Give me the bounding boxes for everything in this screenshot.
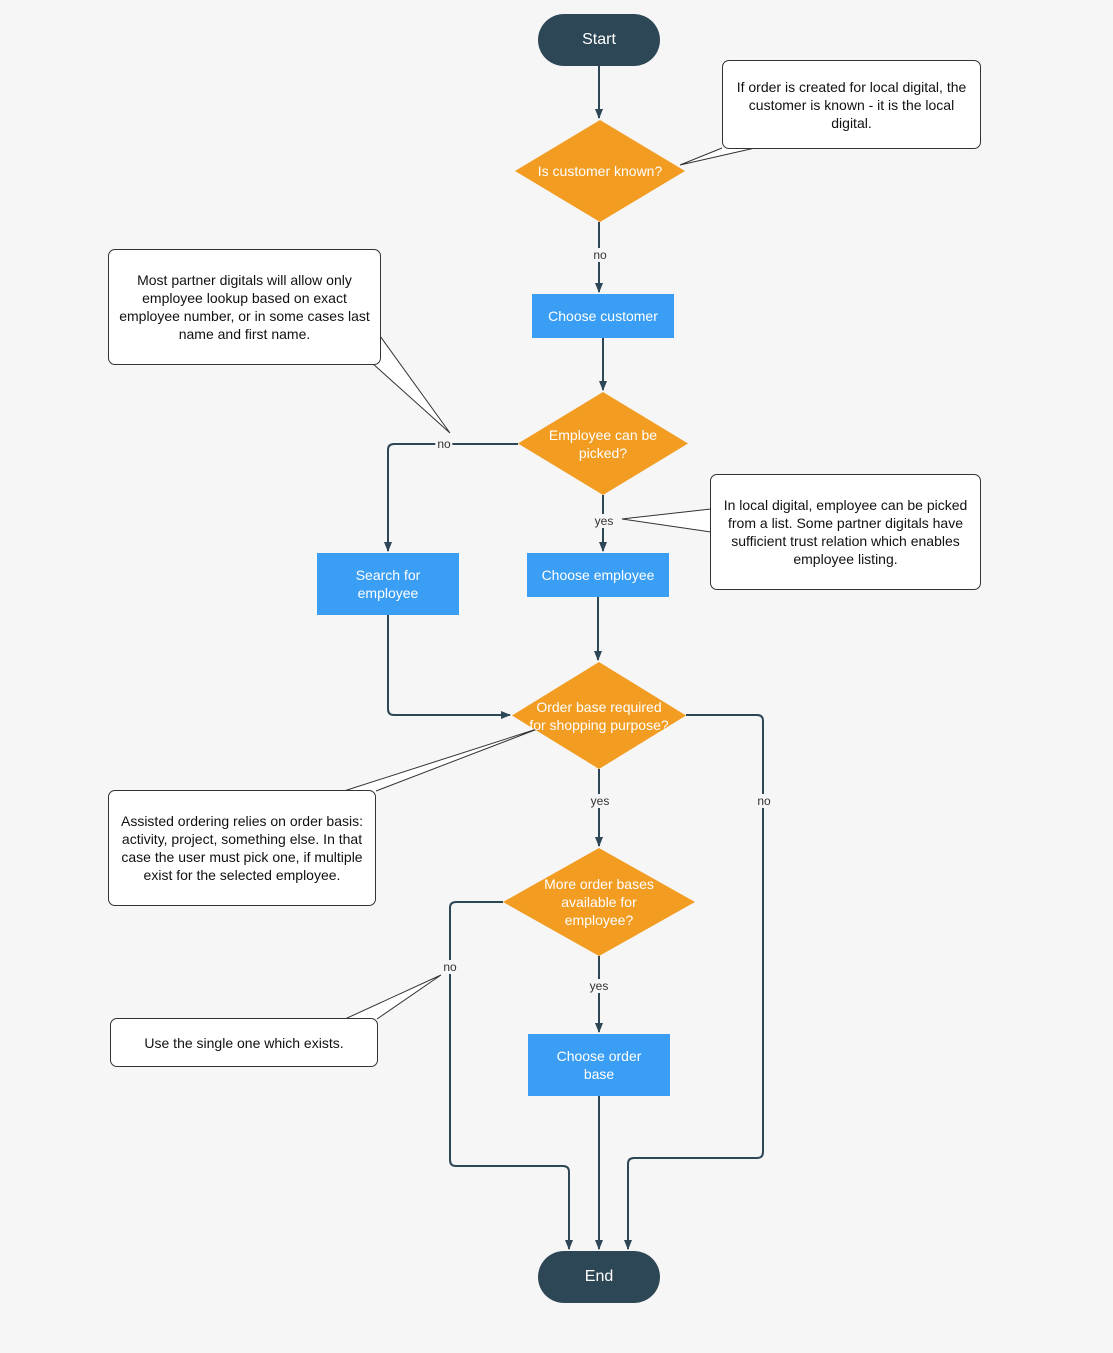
- process-search-for-employee: Search for employee: [317, 553, 459, 615]
- edge-more-no: [449, 901, 573, 1250]
- edge-label-customer-no: no: [591, 248, 609, 262]
- note-local-listing-text: In local digital, employee can be picked…: [723, 497, 968, 567]
- decision-diamond-shape: [515, 120, 685, 222]
- callout-tail-assisted: [343, 727, 541, 792]
- edge-label-employee-yes: yes: [592, 514, 616, 528]
- process-choose-customer-label: Choose customer: [548, 308, 658, 324]
- edge-label-more-yes: yes: [587, 979, 611, 993]
- note-local-digital-customer: If order is created for local digital, t…: [722, 60, 981, 149]
- decision-employee-can-be-picked-label: Employee can be picked?: [548, 426, 658, 461]
- end-node: End: [538, 1251, 660, 1303]
- note-local-digital-customer-text: If order is created for local digital, t…: [736, 78, 967, 131]
- decision-is-customer-known-label: Is customer known?: [537, 163, 663, 179]
- edge-label-order-base-no: no: [755, 794, 773, 808]
- edge-employee-no: [384, 443, 518, 552]
- edge-label-employee-no: no: [435, 437, 453, 451]
- note-single-one: Use the single one which exists.: [110, 1018, 378, 1067]
- decision-diamond-shape: [503, 848, 695, 956]
- note-local-listing: In local digital, employee can be picked…: [710, 474, 981, 590]
- edge-order-base-no: [624, 714, 764, 1250]
- process-choose-employee-label: Choose employee: [541, 567, 655, 583]
- decision-diamond-shape: [518, 392, 688, 495]
- note-partner-lookup-text: Most partner digitals will allow only em…: [119, 272, 370, 342]
- note-partner-lookup: Most partner digitals will allow only em…: [108, 249, 381, 365]
- note-assisted-ordering: Assisted ordering relies on order basis:…: [108, 790, 376, 906]
- process-choose-customer: Choose customer: [532, 294, 674, 338]
- callout-tail-customer: [679, 147, 756, 166]
- callout-tail-partner: [371, 335, 451, 434]
- decision-order-base-required-label: Order base required for shopping purpose…: [529, 698, 669, 733]
- note-assisted-ordering-text: Assisted ordering relies on order basis:…: [120, 813, 363, 883]
- decision-order-base-required: Order base required for shopping purpose…: [512, 662, 686, 769]
- decision-is-customer-known: Is customer known?: [515, 120, 685, 222]
- edge-search-to-order-base: [387, 615, 511, 719]
- note-single-one-text: Use the single one which exists.: [144, 1034, 344, 1051]
- callout-tail-single: [344, 974, 442, 1020]
- edge-label-more-no: no: [441, 960, 459, 974]
- callout-tail-local: [621, 508, 712, 533]
- end-label: End: [584, 1268, 614, 1285]
- decision-diamond-shape: [512, 662, 686, 769]
- edge-label-order-base-yes: yes: [588, 794, 612, 808]
- decision-more-order-bases-label: More order bases available for employee?: [544, 876, 654, 928]
- decision-employee-can-be-picked: Employee can be picked?: [518, 392, 688, 495]
- process-choose-order-base: Choose order base: [528, 1034, 670, 1096]
- process-search-for-employee-label: Search for employee: [355, 567, 421, 601]
- process-choose-order-base-label: Choose order base: [556, 1048, 642, 1082]
- start-label: Start: [582, 31, 616, 48]
- start-node: Start: [538, 14, 660, 66]
- process-choose-employee: Choose employee: [527, 553, 669, 597]
- decision-more-order-bases: More order bases available for employee?: [503, 848, 695, 956]
